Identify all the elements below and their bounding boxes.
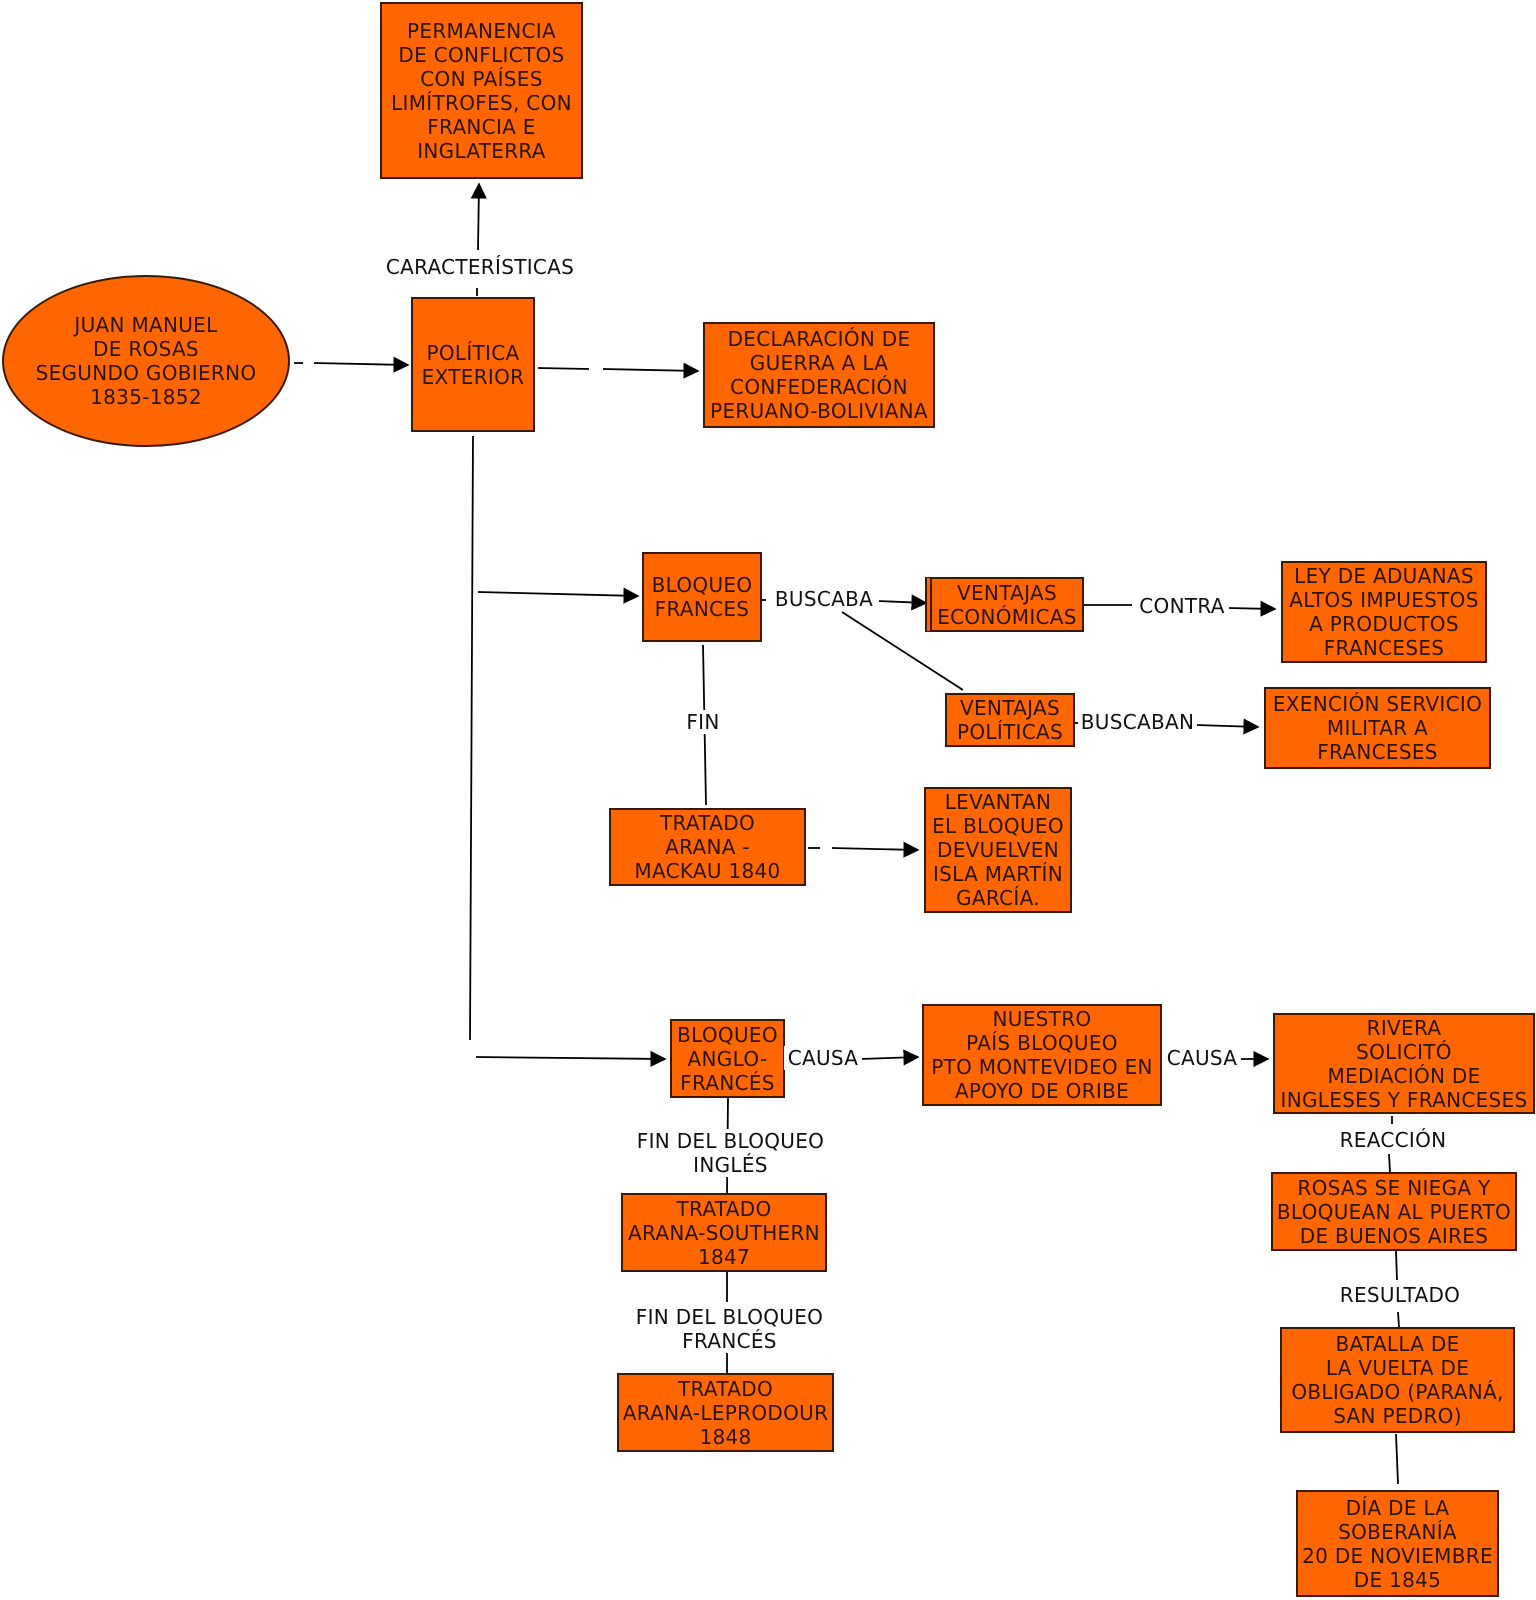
label-contra: CONTRA (1135, 594, 1229, 618)
node-ventajas-economicas: VENTAJAS ECONÓMICAS (925, 577, 1084, 632)
node-levantan-bloqueo: LEVANTAN EL BLOQUEO DEVUELVEN ISLA MARTÍ… (924, 787, 1072, 913)
node-tratado-southern: TRATADO ARANA-SOUTHERN 1847 (621, 1193, 827, 1272)
edge-batalla-dia (1395, 1433, 1399, 1485)
node-exencion: EXENCIÓN SERVICIO MILITAR A FRANCESES (1264, 687, 1491, 769)
label-buscaban: BUSCABAN (1078, 710, 1197, 734)
edge-buscaban-arrow (1195, 718, 1260, 735)
node-bloqueo-anglo-frances: BLOQUEO ANGLO- FRANCÉS (670, 1019, 785, 1098)
edge-politica-declaracion-arrow (602, 362, 700, 379)
node-ley-aduanas: LEY DE ADUANAS ALTOS IMPUESTOS A PRODUCT… (1281, 561, 1487, 663)
label-fin-bloqueo-frances: FIN DEL BLOQUEO FRANCÉS (630, 1305, 829, 1353)
edge-politica-declaracion (537, 367, 590, 370)
node-permanencia: PERMANENCIA DE CONFLICTOS CON PAÍSES LIM… (380, 2, 583, 179)
label-buscaba: BUSCABA (769, 587, 879, 611)
edge-reaccion-bottom (1388, 1153, 1391, 1173)
node-declaracion-guerra: DECLARACIÓN DE GUERRA A LA CONFEDERACIÓN… (703, 322, 935, 428)
edge-causa1-arrow (859, 1049, 920, 1066)
edge-contra-arrow (1227, 600, 1277, 617)
edge-mackau-levantan-arrow (831, 841, 920, 858)
label-fin: FIN (679, 710, 727, 734)
node-bloqueo-frances: BLOQUEO FRANCES (642, 552, 762, 642)
node-tratado-mackau: TRATADO ARANA - MACKAU 1840 (609, 808, 806, 886)
label-reaccion: REACCIÓN (1334, 1128, 1452, 1152)
node-rosas-se-niega: ROSAS SE NIEGA Y BLOQUEAN AL PUERTO DE B… (1271, 1172, 1517, 1251)
label-causa-2: CAUSA (1163, 1046, 1241, 1070)
edge-trunk-bloqueo-frances (477, 587, 640, 604)
label-caracteristicas: CARACTERÍSTICAS (380, 255, 580, 279)
node-batalla-obligado: BATALLA DE LA VUELTA DE OBLIGADO (PARANÁ… (1280, 1327, 1515, 1433)
label-causa-1: CAUSA (784, 1046, 862, 1070)
edge-trunk (469, 435, 474, 1041)
node-tratado-leprodour: TRATADO ARANA-LEPRODOUR 1848 (617, 1373, 834, 1452)
edge-rosas-politica-arrow (313, 356, 410, 373)
node-rosas: JUAN MANUEL DE ROSAS SEGUNDO GOBIERNO 18… (2, 275, 290, 447)
edge-buscaba-arrow (877, 594, 928, 611)
edge-politica-permanencia-arrow (470, 182, 487, 251)
label-fin-bloqueo-ingles: FIN DEL BLOQUEO INGLÉS (631, 1129, 830, 1177)
node-nuestro-pais: NUESTRO PAÍS BLOQUEO PTO MONTEVIDEO EN A… (922, 1004, 1162, 1106)
node-rivera: RIVERA SOLICITÓ MEDIACIÓN DE INGLESES Y … (1273, 1013, 1535, 1114)
edge-resultado-bottom (1397, 1311, 1400, 1328)
edge-buscaba-politicas (841, 611, 964, 691)
edge-trunk-bloqueo-anglo (475, 1050, 667, 1067)
node-politica-exterior: POLÍTICA EXTERIOR (411, 297, 535, 432)
node-ventajas-politicas: VENTAJAS POLÍTICAS (945, 693, 1075, 747)
label-resultado: RESULTADO (1334, 1283, 1466, 1307)
edge-resultado-top (1395, 1250, 1398, 1281)
node-dia-soberania: DÍA DE LA SOBERANÍA 20 DE NOVIEMBRE DE 1… (1296, 1490, 1499, 1597)
